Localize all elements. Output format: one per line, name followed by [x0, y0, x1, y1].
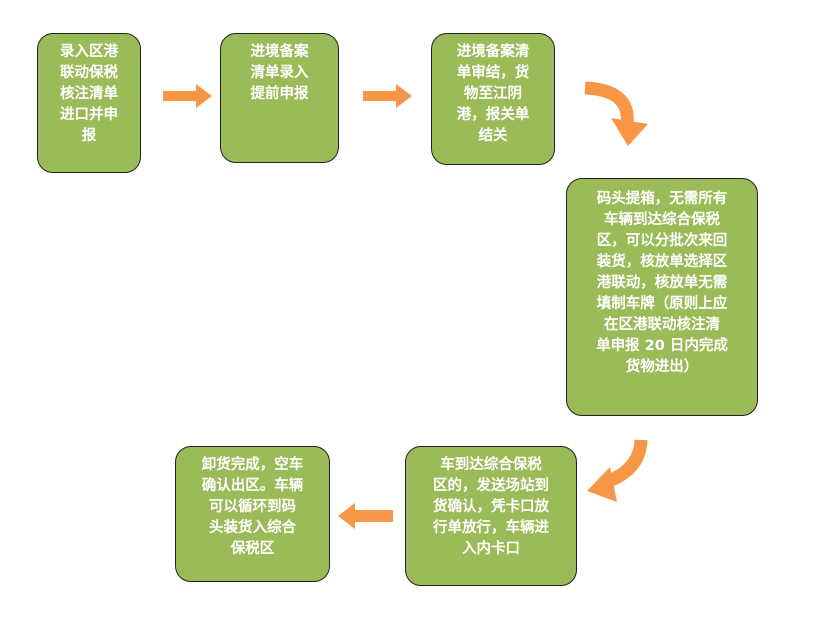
arrow-right-2	[363, 84, 412, 108]
step-1-box: 录入区港 联动保税 核注清单 进口并申 报	[37, 33, 141, 173]
arrow-left	[338, 503, 393, 529]
arrow-curve-down-1	[584, 81, 634, 125]
step-6-box: 卸货完成，空车 确认出区。车辆 可以循环到码 头装货入综合 保税区	[175, 446, 330, 582]
step-5-box: 车到达综合保税 区的，发送场站到 货确认，凭卡口放 行单放行，车辆进 入内卡口	[405, 446, 577, 586]
arrow-right-1	[163, 84, 212, 108]
step-4-box: 码头提箱，无需所有 车辆到达综合保税 区，可以分批次来回 装货，核放单选择区 港…	[566, 178, 758, 416]
step-2-box: 进境备案 清单录入 提前申报	[220, 33, 339, 163]
step-3-box: 进境备案清 单审结，货 物至江阴 港，报关单 结关	[431, 33, 555, 165]
arrow-curve-down-1-head	[611, 118, 648, 146]
arrow-curve-down-2-head	[587, 467, 617, 502]
